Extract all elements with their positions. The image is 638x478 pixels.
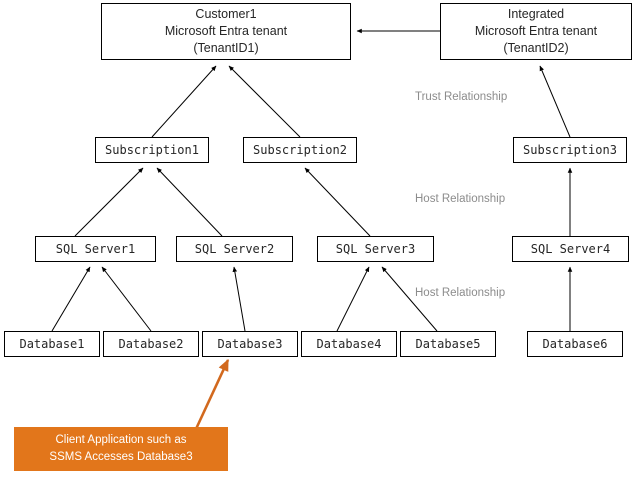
edge-sqlserver2-to-subscription1 bbox=[156, 167, 223, 237]
edge-database2-to-sqlserver1 bbox=[101, 266, 152, 332]
node-database1-label: Database1 bbox=[19, 337, 85, 351]
node-sqlserver2-label: SQL Server2 bbox=[194, 242, 275, 256]
edge-label-host-relationship-database: Host Relationship bbox=[415, 287, 506, 299]
node-sqlserver3-label: SQL Server3 bbox=[335, 242, 416, 256]
edge-callout-to-database3 bbox=[194, 358, 230, 430]
node-database1[interactable]: Database1 bbox=[4, 331, 100, 357]
client-application-callout[interactable]: Client Application such as SSMS Accesses… bbox=[14, 427, 228, 471]
client-application-callout-line-1: Client Application such as bbox=[55, 434, 187, 446]
node-tenant2-line-2: Microsoft Entra tenant bbox=[474, 24, 598, 38]
node-sqlserver1[interactable]: SQL Server1 bbox=[35, 236, 156, 262]
node-database6[interactable]: Database6 bbox=[527, 331, 623, 357]
node-tenant1-line-1: Customer1 bbox=[195, 7, 257, 21]
edge-database4-to-sqlserver3 bbox=[336, 266, 370, 332]
node-database2[interactable]: Database2 bbox=[103, 331, 199, 357]
edge-database5-to-sqlserver3 bbox=[381, 266, 438, 332]
node-subscription1-label: Subscription1 bbox=[105, 143, 199, 157]
node-database3-label: Database3 bbox=[217, 337, 283, 351]
node-sqlserver4-label: SQL Server4 bbox=[530, 242, 611, 256]
node-database6-label: Database6 bbox=[542, 337, 608, 351]
node-database3[interactable]: Database3 bbox=[202, 331, 298, 357]
edge-label-host-relationship-subscription: Host Relationship bbox=[415, 193, 506, 205]
node-tenant2[interactable]: Integrated Microsoft Entra tenant (Tenan… bbox=[440, 3, 632, 60]
edge-sqlserver3-to-subscription2 bbox=[304, 167, 371, 237]
node-subscription3-label: Subscription3 bbox=[523, 143, 617, 157]
node-subscription2-label: Subscription2 bbox=[253, 143, 347, 157]
node-database5[interactable]: Database5 bbox=[400, 331, 496, 357]
node-tenant2-line-1: Integrated bbox=[507, 7, 565, 21]
edge-subscription2-to-tenant1 bbox=[228, 65, 301, 138]
node-subscription2[interactable]: Subscription2 bbox=[243, 137, 357, 163]
edge-subscription3-to-tenant2 bbox=[539, 65, 571, 138]
node-tenant2-line-3: (TenantID2) bbox=[503, 41, 569, 55]
node-tenant1-line-2: Microsoft Entra tenant bbox=[164, 24, 288, 38]
node-sqlserver2[interactable]: SQL Server2 bbox=[176, 236, 293, 262]
node-sqlserver1-label: SQL Server1 bbox=[55, 242, 136, 256]
edge-label-trust-relationship: Trust Relationship bbox=[415, 91, 508, 103]
node-tenant1[interactable]: Customer1 Microsoft Entra tenant (Tenant… bbox=[101, 3, 351, 60]
edge-database1-to-sqlserver1 bbox=[51, 266, 91, 332]
node-database4[interactable]: Database4 bbox=[301, 331, 397, 357]
node-subscription1[interactable]: Subscription1 bbox=[95, 137, 209, 163]
node-sqlserver4[interactable]: SQL Server4 bbox=[512, 236, 629, 262]
edge-subscription1-to-tenant1 bbox=[151, 65, 217, 138]
node-database2-label: Database2 bbox=[118, 337, 184, 351]
edge-database3-to-sqlserver2 bbox=[232, 266, 246, 332]
edge-sqlserver1-to-subscription1 bbox=[74, 167, 144, 237]
node-sqlserver3[interactable]: SQL Server3 bbox=[317, 236, 434, 262]
node-database4-label: Database4 bbox=[316, 337, 382, 351]
node-database5-label: Database5 bbox=[415, 337, 481, 351]
node-subscription3[interactable]: Subscription3 bbox=[513, 137, 627, 163]
client-application-callout-line-2: SSMS Accesses Database3 bbox=[49, 451, 193, 463]
node-tenant1-line-3: (TenantID1) bbox=[193, 41, 259, 55]
